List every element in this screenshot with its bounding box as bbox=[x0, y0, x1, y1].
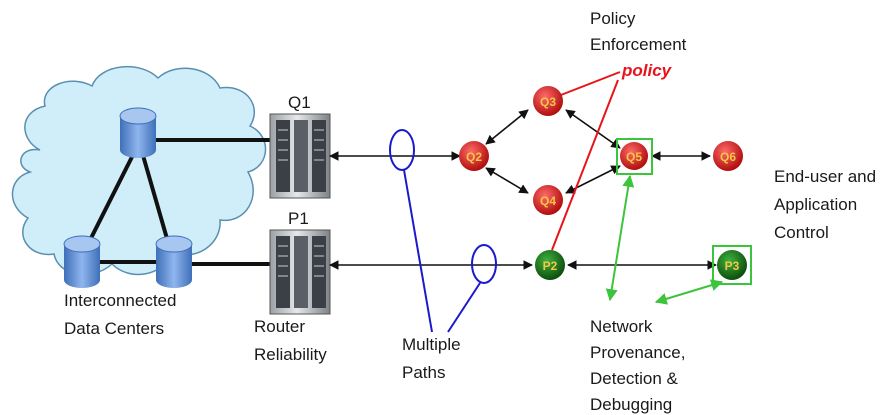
database-cylinder-icon bbox=[63, 235, 101, 288]
svg-text:Q4: Q4 bbox=[540, 194, 556, 208]
node-q4: Q4 bbox=[533, 185, 563, 215]
router-rack-icon bbox=[269, 113, 331, 199]
label-end-user: End-user and bbox=[774, 167, 876, 186]
node-q5: Q5 bbox=[616, 138, 653, 175]
arrow-q4-q5 bbox=[565, 165, 621, 194]
database-cylinder-icon bbox=[119, 107, 157, 158]
svg-text:Q2: Q2 bbox=[466, 150, 482, 164]
arrow-q2-q4 bbox=[485, 167, 529, 194]
label-router-reliability: Reliability bbox=[254, 345, 327, 364]
label-network-provenance: Network bbox=[590, 317, 653, 336]
label-policy-enforcement: Enforcement bbox=[590, 35, 687, 54]
node-q2: Q2 bbox=[459, 141, 489, 171]
svg-text:Q3: Q3 bbox=[540, 95, 556, 109]
database-cylinder-icon bbox=[155, 235, 193, 288]
label-data-centers: Data Centers bbox=[64, 319, 164, 338]
label-p1: P1 bbox=[288, 209, 309, 228]
label-multiple-paths: Multiple bbox=[402, 335, 461, 354]
provenance-arrows bbox=[605, 174, 724, 305]
network-arrows bbox=[329, 109, 717, 270]
label-policy-enforcement: Policy bbox=[590, 9, 636, 28]
label-end-user: Application bbox=[774, 195, 857, 214]
label-end-user: Control bbox=[774, 223, 829, 242]
svg-text:P3: P3 bbox=[725, 259, 740, 273]
svg-text:P2: P2 bbox=[543, 259, 558, 273]
node-q6: Q6 bbox=[713, 141, 743, 171]
label-q1: Q1 bbox=[288, 93, 311, 112]
label-network-provenance: Debugging bbox=[590, 395, 672, 414]
label-multiple-paths: Paths bbox=[402, 363, 445, 382]
svg-text:Q5: Q5 bbox=[626, 150, 642, 164]
cloud-router-links bbox=[150, 138, 272, 266]
label-policy: policy bbox=[621, 61, 673, 80]
label-network-provenance: Detection & bbox=[590, 369, 679, 388]
label-data-centers: Interconnected bbox=[64, 291, 176, 310]
node-q3: Q3 bbox=[533, 86, 563, 116]
node-p3: P3 bbox=[712, 245, 752, 285]
label-router-reliability: Router bbox=[254, 317, 305, 336]
arrow-q2-q3 bbox=[485, 109, 529, 145]
node-p2: P2 bbox=[535, 250, 565, 280]
cloud-icon bbox=[11, 65, 267, 276]
label-network-provenance: Provenance, bbox=[590, 343, 685, 362]
router-rack-icon bbox=[269, 229, 331, 315]
arrow-q3-q5 bbox=[565, 109, 621, 149]
multiple-paths-marker bbox=[389, 129, 497, 333]
svg-text:Q6: Q6 bbox=[720, 150, 736, 164]
